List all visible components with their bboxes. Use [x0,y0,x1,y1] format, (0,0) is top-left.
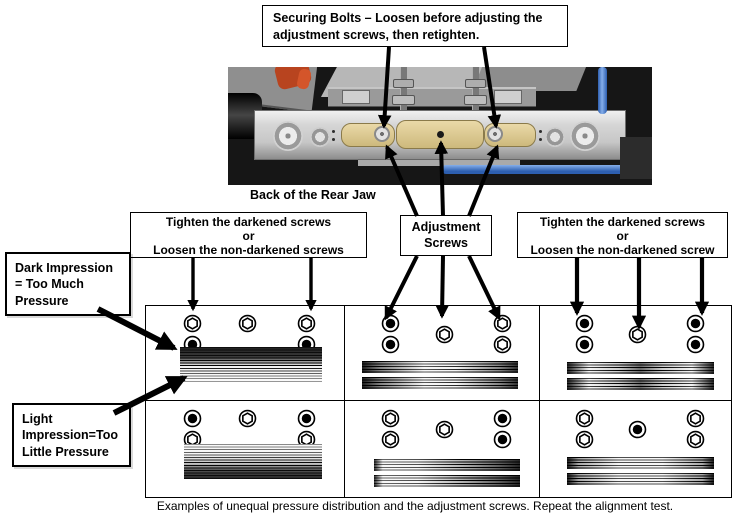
hex-nut-left [310,127,330,147]
rail-clamp-right [494,90,522,104]
open-screw-icon-right-low [686,430,705,449]
open-screw-icon-left-low [381,430,400,449]
impression-strip-2 [566,473,714,485]
darkened-screw-icon-right-top [493,409,512,428]
dark-impression-callout: Dark Impression = Too Much Pressure [5,252,131,316]
darkened-screw-icon-left-top [575,314,594,333]
open-screw-icon-right-top [686,409,705,428]
darkened-screw-icon-left-low [575,335,594,354]
impression-panel-bottom-left [146,401,345,497]
impression-strip-2 [566,378,714,390]
impression-strip-2 [374,475,520,487]
impression-examples-grid [145,305,732,498]
impression-strip-1 [374,459,520,471]
rear-jaw-photo [228,67,652,185]
tighten-left-line-1: Tighten the darkened screws [165,215,332,229]
rail-clamp-left [342,90,370,104]
open-screw-icon-center-top [238,409,257,428]
stud-nut-left-lower [392,95,415,105]
stud-nut-right-upper [465,79,486,88]
stud-left [400,67,407,113]
tighten-right-callout: Tighten the darkened screws or Loosen th… [517,212,728,258]
open-screw-icon-center-mid [628,325,647,344]
blue-tube-horizontal [442,165,652,174]
adjustment-screw-center-hole [437,131,444,138]
darkened-screw-icon-right-top [686,314,705,333]
open-screw-icon-right-top [297,314,316,333]
photo-caption: Back of the Rear Jaw [250,188,376,202]
open-screw-icon-left-top [381,409,400,428]
securing-bolts-callout: Securing Bolts – Loosen before adjusting… [262,5,568,47]
open-screw-icon-center-top [238,314,257,333]
impression-band [566,457,714,485]
index-dot [332,138,335,141]
darkened-screw-icon-left-top [183,409,202,428]
light-impression-callout: Light Impression=Too Little Pressure [12,403,131,467]
securing-bolts-callout-text: Securing Bolts – Loosen before adjusting… [273,11,543,42]
adjustment-screws-callout-text: Adjustment Screws [411,220,481,251]
hex-nut-right [545,127,565,147]
darkened-screw-icon-center-mid [628,420,647,439]
impression-band [183,444,323,479]
open-screw-icon-right-low [493,335,512,354]
darkened-screw-icon-right-low [686,335,705,354]
open-screw-icon-left-top [575,409,594,428]
tighten-right-line-2: or [616,229,629,244]
open-screw-icon-right-top [493,314,512,333]
light-impression-callout-text: Light Impression=Too Little Pressure [22,412,118,459]
impression-strip-1 [362,361,518,373]
adjustment-screws-callout: Adjustment Screws [400,215,492,256]
impression-panel-bottom-center [345,401,540,497]
impression-strip-1 [566,362,714,374]
tighten-left-line-3: Loosen the non-darkened screws [153,243,344,258]
impression-band [362,361,518,389]
open-screw-icon-left-top [183,314,202,333]
impression-band [179,347,323,382]
tighten-left-line-2: or [242,229,255,244]
impression-panel-top-right [540,306,731,401]
tighten-left-callout: Tighten the darkened screws or Loosen th… [130,212,367,258]
impression-panel-bottom-right [540,401,731,497]
impression-panel-top-left [146,306,345,401]
impression-band [374,459,520,487]
stud-nut-left-upper [393,79,414,88]
bottom-caption: Examples of unequal pressure distributio… [156,499,674,513]
darkened-screw-icon-right-top [297,409,316,428]
stud-nut-right-lower [464,95,487,105]
impression-strip-2 [362,377,518,389]
blue-tube-vertical [598,67,607,114]
darkened-screw-icon-left-top [381,314,400,333]
tighten-right-line-3: Loosen the non-darkened screw [530,243,715,258]
securing-bolt-left [374,126,390,142]
tighten-right-line-1: Tighten the darkened screws [539,215,706,229]
open-screw-icon-center-mid [435,325,454,344]
dark-block-right [620,137,652,179]
lower-metal-strip [358,159,520,166]
dark-impression-callout-text: Dark Impression = Too Much Pressure [15,261,113,308]
impression-panel-top-center [345,306,540,401]
stud-right [472,67,479,113]
open-screw-icon-center-mid [435,420,454,439]
impression-strip-1 [566,457,714,469]
end-bolt-left [273,121,303,151]
darkened-screw-icon-left-low [381,335,400,354]
index-dot [539,130,542,133]
index-dot [539,138,542,141]
index-dot [332,130,335,133]
securing-bolt-right [487,126,503,142]
darkened-screw-icon-right-low [493,430,512,449]
impression-band [566,362,714,390]
open-screw-icon-left-low [575,430,594,449]
end-bolt-right [570,121,600,151]
